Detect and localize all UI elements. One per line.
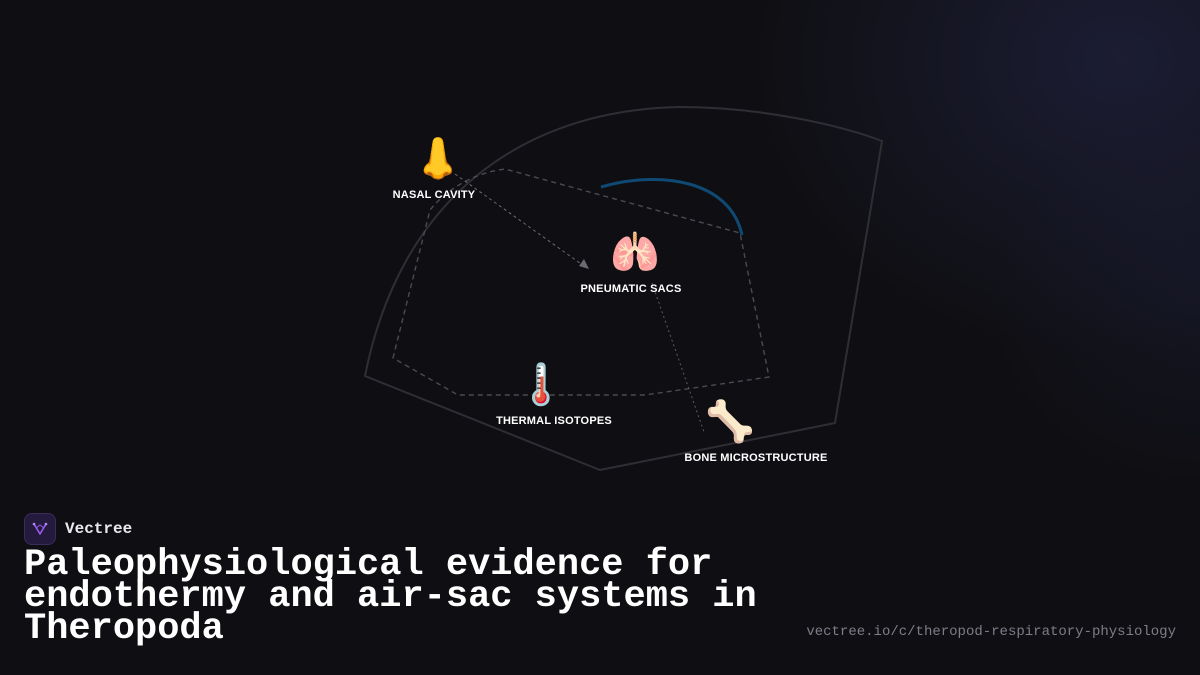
connector-nasal-to-pneumatic [454, 173, 585, 267]
air-sac-arc [600, 177, 744, 236]
node-bone-microstructure[interactable]: 🦴 BONE MICROSTRUCTURE [684, 397, 827, 464]
node-thermal-isotopes[interactable]: 🌡️ THERMAL ISOTOPES [496, 361, 612, 427]
brand[interactable]: Vectree [24, 512, 132, 546]
inner-dashed-outline [392, 168, 770, 396]
node-label-pneumatic-sacs: PNEUMATIC SACS [581, 283, 682, 295]
page-url[interactable]: vectree.io/c/theropod-respiratory-physio… [806, 624, 1176, 640]
node-label-nasal-cavity: NASAL CAVITY [393, 189, 476, 201]
bone-icon: 🦴 [705, 397, 755, 445]
node-pneumatic-sacs[interactable]: 🫁 PNEUMATIC SACS [581, 230, 682, 295]
lungs-icon: 🫁 [610, 230, 660, 276]
node-nasal-cavity[interactable]: 👃 NASAL CAVITY [393, 135, 476, 201]
connector-pneumatic-to-bone [651, 282, 705, 433]
vectree-logo-icon [24, 513, 56, 545]
outer-outline [363, 105, 884, 472]
arrowhead-nasal-to-pneumatic [579, 259, 589, 269]
brand-name: Vectree [65, 520, 133, 538]
thermometer-icon: 🌡️ [516, 361, 566, 408]
nose-icon: 👃 [413, 135, 463, 182]
node-label-bone-microstructure: BONE MICROSTRUCTURE [684, 452, 827, 464]
page-title: Paleophysiological evidence for endother… [24, 544, 757, 650]
node-label-thermal-isotopes: THERMAL ISOTOPES [496, 415, 612, 427]
